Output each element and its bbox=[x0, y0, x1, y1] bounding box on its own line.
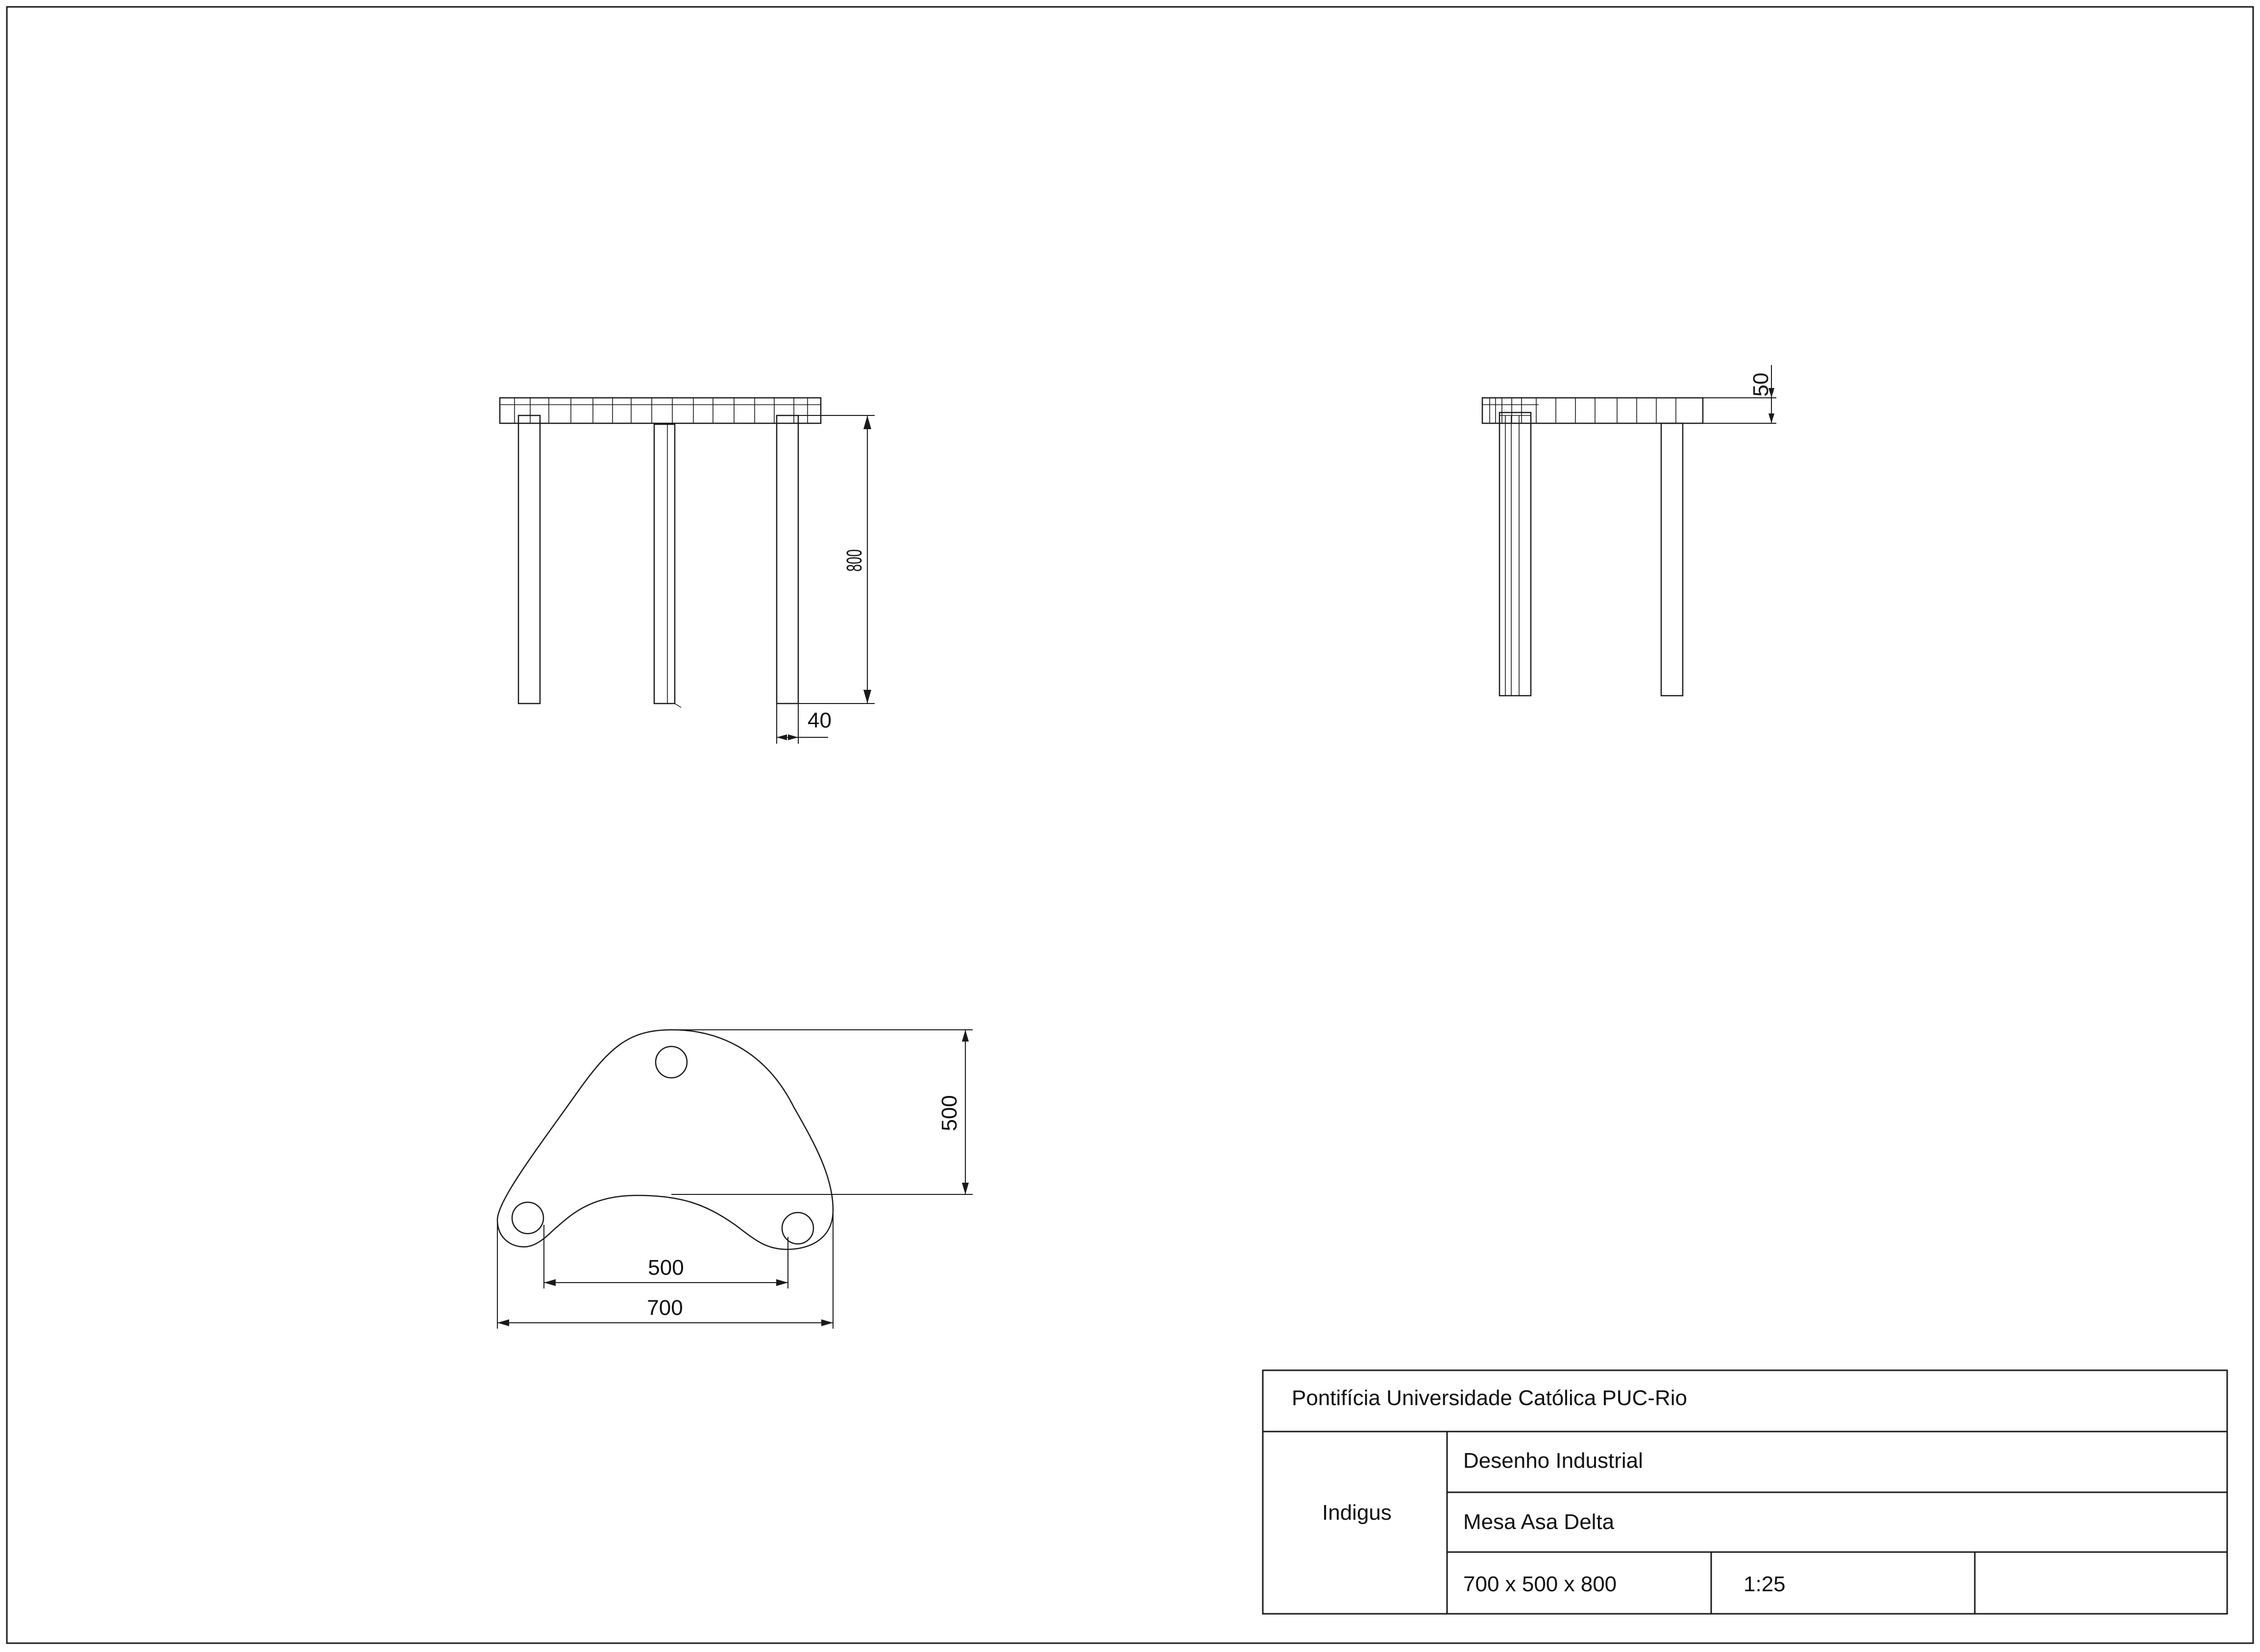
front-view-leg-right bbox=[776, 414, 799, 705]
top-view-leg-hole-left bbox=[511, 1201, 544, 1235]
top-view-tabletop-outline bbox=[496, 1029, 834, 1250]
side-view: 50 bbox=[1481, 365, 1776, 697]
title-block-author: Indigus bbox=[1322, 1501, 1392, 1525]
top-view-depth-label: 500 bbox=[937, 1095, 961, 1131]
top-view-leg-spacing-dimension: 500 bbox=[543, 1225, 788, 1288]
title-block-project: Mesa Asa Delta bbox=[1463, 1510, 1615, 1534]
front-view-leg-width-dimension: 40 bbox=[776, 704, 832, 744]
top-view-overall-width-label: 700 bbox=[647, 1296, 683, 1320]
front-view-height-label: 800 bbox=[842, 549, 866, 572]
front-view-height-dimension: 800 bbox=[798, 415, 875, 704]
top-view-overall-width-dimension: 700 bbox=[497, 1210, 834, 1329]
front-view-leg-left bbox=[517, 414, 541, 705]
side-view-leg-front bbox=[1498, 412, 1532, 697]
title-block-dimensions: 700 x 500 x 800 bbox=[1463, 1572, 1617, 1596]
top-view-leg-hole-right bbox=[781, 1212, 814, 1245]
top-view-depth-dimension: 500 bbox=[671, 1029, 973, 1195]
front-view-leg-width-label: 40 bbox=[808, 708, 832, 732]
side-view-leg-back bbox=[1660, 422, 1684, 697]
sheet-border bbox=[6, 6, 2254, 1644]
title-block-institution: Pontifícia Universidade Católica PUC-Rio bbox=[1292, 1386, 1687, 1410]
title-block-scale: 1:25 bbox=[1744, 1572, 1786, 1596]
front-view: 800 40 bbox=[499, 397, 875, 744]
side-view-top-thickness-label: 50 bbox=[1749, 373, 1773, 397]
front-view-tabletop bbox=[499, 397, 822, 424]
side-view-top-thickness-dimension: 50 bbox=[1703, 365, 1776, 424]
title-block-course: Desenho Industrial bbox=[1463, 1449, 1643, 1473]
top-view-leg-hole-top bbox=[655, 1045, 688, 1079]
front-view-leg-middle bbox=[653, 423, 676, 705]
side-view-tabletop bbox=[1481, 397, 1704, 424]
top-view: 500 500 700 bbox=[496, 1029, 973, 1329]
top-view-leg-spacing-label: 500 bbox=[648, 1256, 684, 1280]
title-block: Pontifícia Universidade Católica PUC-Rio… bbox=[1262, 1369, 2228, 1615]
